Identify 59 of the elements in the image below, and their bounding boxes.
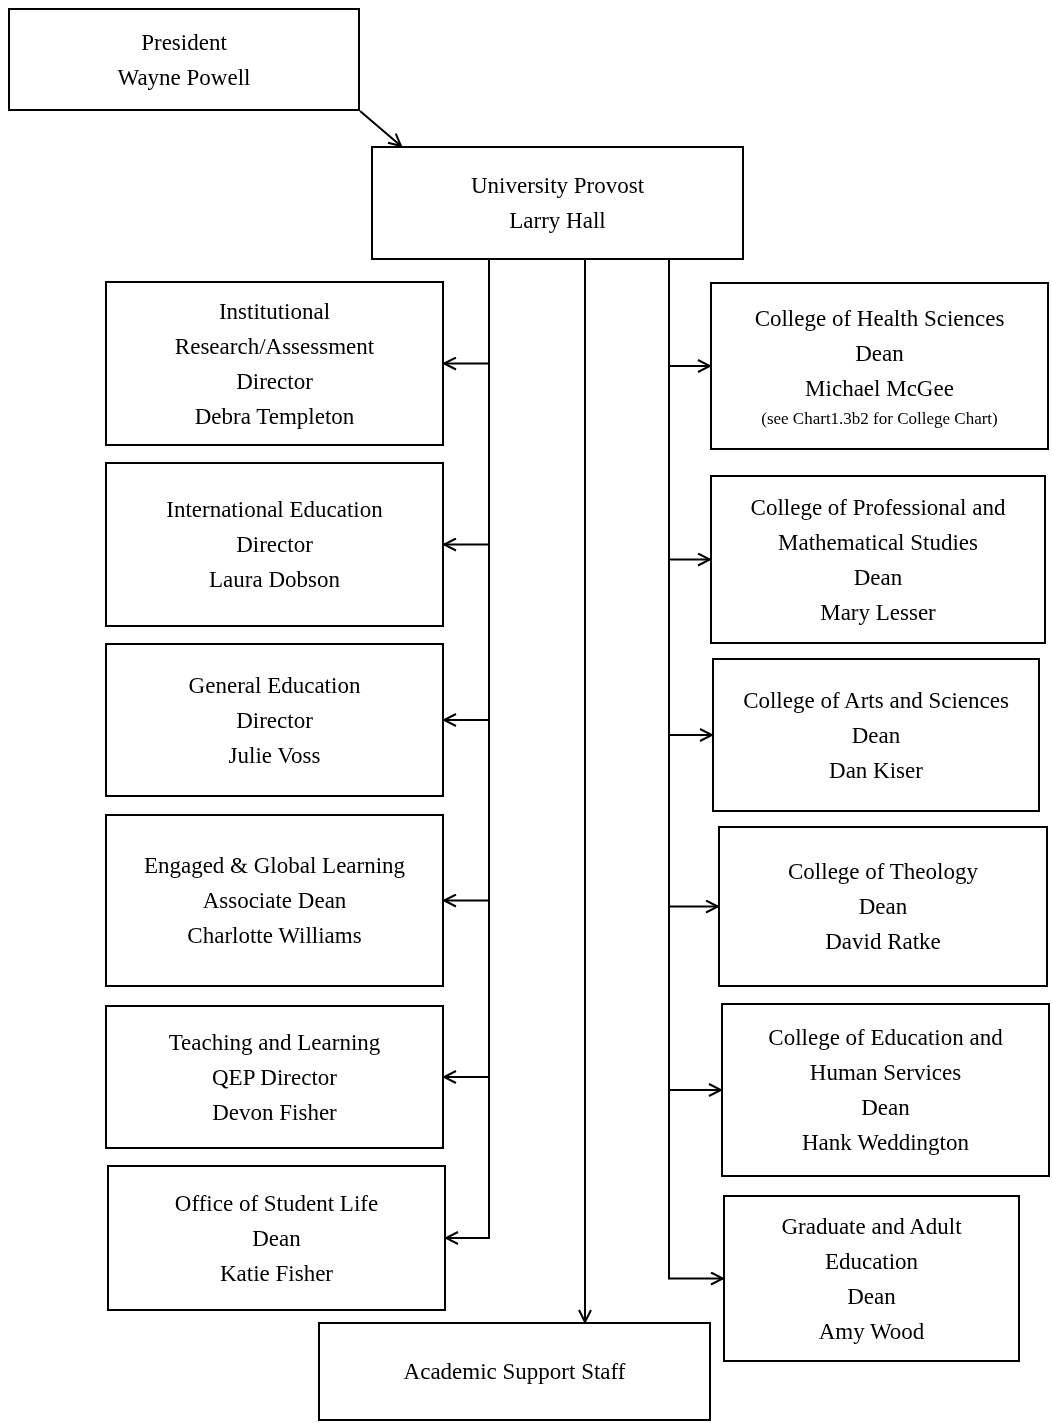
org-box <box>721 1003 1050 1177</box>
box-text: Director <box>236 531 313 559</box>
org-box <box>318 1322 711 1421</box>
box-text: Associate Dean <box>202 887 347 915</box>
box-text: Graduate and Adult Education <box>780 1212 963 1276</box>
connector-arrow <box>359 110 402 147</box>
org-box <box>105 462 444 627</box>
box-text: Director <box>236 367 313 396</box>
box-text: Director <box>236 706 313 735</box>
box-text: President <box>141 28 227 57</box>
box-text: International Education <box>166 496 383 524</box>
box-text: Dean <box>252 1224 301 1253</box>
box-text: Institutional Research/Assessment <box>173 297 376 361</box>
box-text: Larry Hall <box>509 207 606 235</box>
box-text: Devon Fisher <box>212 1098 337 1127</box>
org-box <box>105 643 444 797</box>
org-box <box>105 281 444 446</box>
box-text: Engaged & Global Learning <box>143 852 406 880</box>
box-text: Debra Templeton <box>194 402 355 431</box>
box-text: Mary Lesser <box>820 598 936 627</box>
box-text: College of Professional and Mathematical Studies <box>749 493 1007 557</box>
box-text: Dean <box>855 339 904 368</box>
org-box <box>712 658 1040 812</box>
box-text: College of Health Sciences <box>754 304 1005 333</box>
box-text: QEP Director <box>212 1063 337 1092</box>
box-text: Hank Weddington <box>802 1129 969 1157</box>
box-text: Dean <box>861 1094 910 1122</box>
box-text: College of Arts and Sciences <box>743 686 1009 715</box>
box-text: Dean <box>847 1282 896 1311</box>
box-text: Laura Dobson <box>209 566 340 594</box>
box-text: Julie Voss <box>228 741 321 770</box>
box-text: David Ratke <box>825 928 941 956</box>
box-text: College of Education and Human Services <box>767 1024 1004 1087</box>
box-text: Office of Student Life <box>174 1189 379 1218</box>
org-box <box>723 1195 1020 1362</box>
box-text: Dean <box>853 563 903 592</box>
box-text: (see Chart1.3b2 for College Chart) <box>761 407 998 430</box>
box-text: University Provost <box>470 172 645 200</box>
box-text: Michael McGee <box>805 374 954 403</box>
box-text: Dan Kiser <box>829 756 923 785</box>
box-text: College of Theology <box>788 858 978 886</box>
org-box <box>107 1165 446 1311</box>
box-text: Dean <box>858 893 908 921</box>
box-text: Dean <box>851 721 901 750</box>
box-text: Teaching and Learning <box>168 1028 381 1057</box>
org-box <box>710 282 1049 450</box>
box-text: Charlotte Williams <box>187 922 362 950</box>
org-box <box>371 146 744 260</box>
box-text: Wayne Powell <box>117 63 251 92</box>
org-box <box>718 826 1048 987</box>
org-box <box>105 814 444 987</box>
box-text: Amy Wood <box>818 1317 925 1346</box>
org-box <box>8 8 360 111</box>
org-box <box>105 1005 444 1149</box>
box-text: Katie Fisher <box>219 1259 334 1288</box>
connector-arrow <box>578 259 592 1323</box>
box-text: General Education <box>188 671 361 700</box>
box-text: Academic Support Staff <box>403 1358 626 1386</box>
org-box <box>710 475 1046 644</box>
